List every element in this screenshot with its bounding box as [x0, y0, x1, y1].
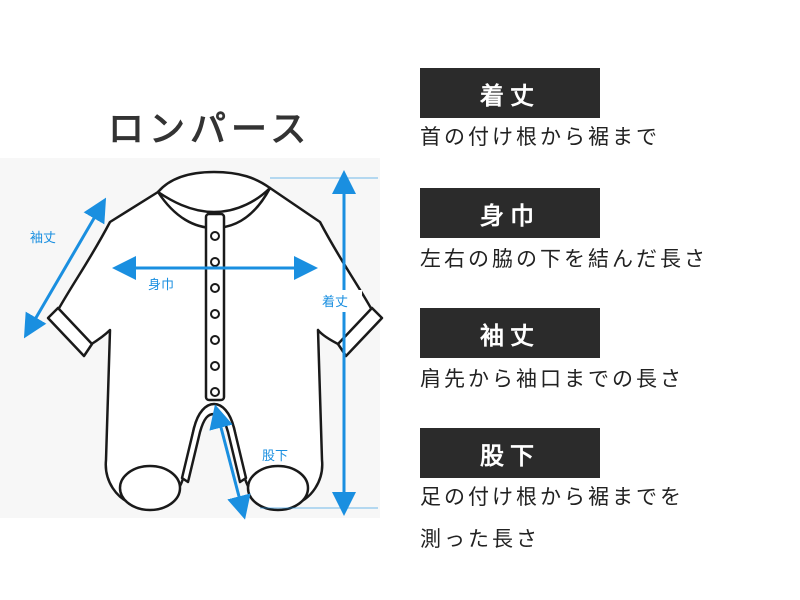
button	[210, 335, 220, 345]
left-foot	[118, 464, 182, 512]
guide-lines	[260, 177, 378, 509]
button-placket	[204, 212, 226, 402]
romper-collar	[156, 186, 272, 230]
term-width: 身巾	[420, 188, 600, 238]
desc-inseam: 足の付け根から裾までを	[420, 485, 684, 509]
button	[210, 309, 220, 319]
desc-width: 左右の脇の下を結んだ長さ	[420, 247, 708, 271]
desc-sleeve: 肩先から袖口までの長さ	[420, 367, 684, 391]
page-title: ロンパース	[108, 109, 312, 150]
button	[210, 283, 220, 293]
desc-inseam-line2: 測った長さ	[420, 527, 540, 551]
button	[210, 387, 220, 397]
sleeve-label: 袖丈	[30, 231, 56, 246]
length-label: 着丈	[322, 294, 348, 310]
desc-length: 首の付け根から裾まで	[420, 125, 660, 149]
button	[210, 231, 220, 241]
width-label: 身巾	[148, 277, 174, 293]
right-foot	[246, 464, 310, 512]
term-sleeve: 袖丈	[420, 308, 600, 358]
button	[210, 257, 220, 267]
inseam-label: 股下	[262, 449, 288, 464]
button	[210, 361, 220, 371]
sleeve-arrow	[23, 197, 107, 339]
term-length: 着丈	[420, 68, 600, 118]
term-inseam: 股下	[420, 428, 600, 478]
inseam-arrow	[209, 404, 251, 520]
